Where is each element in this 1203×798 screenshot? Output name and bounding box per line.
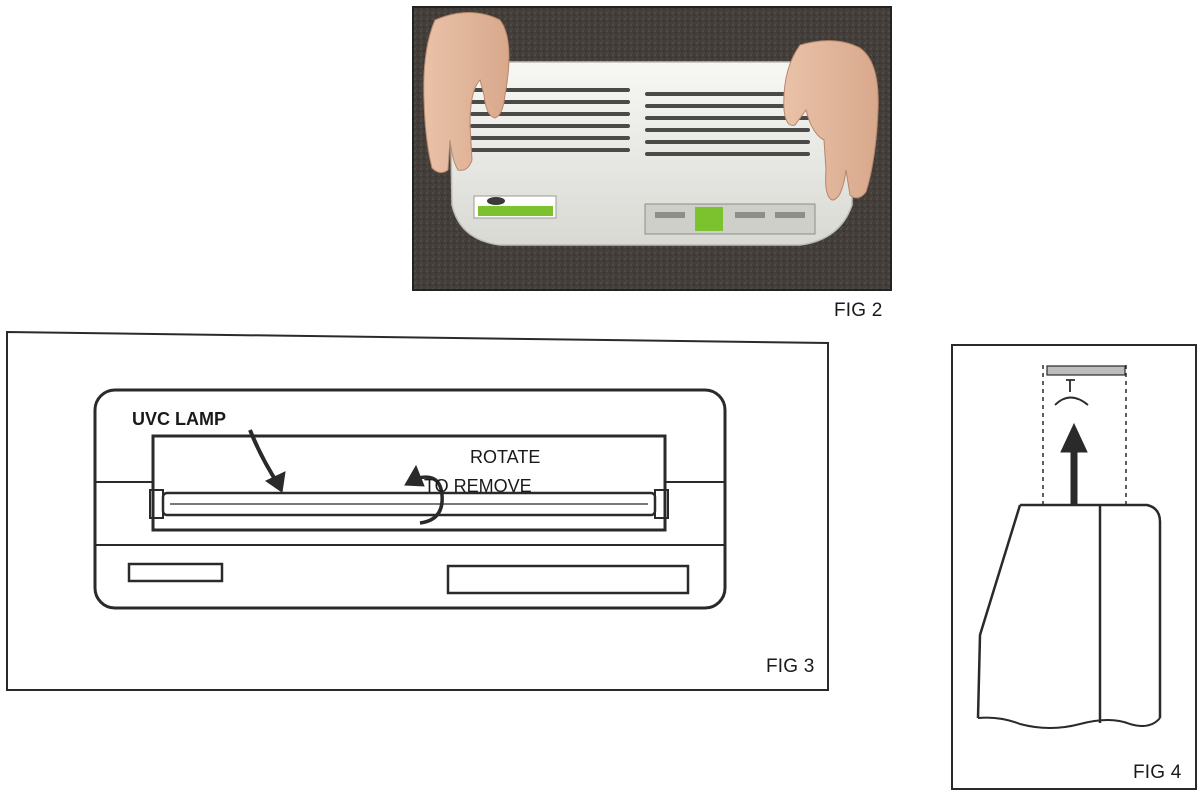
fig2-right-hand [783,40,879,201]
fig4-frame [951,344,1197,790]
fig3-uvc-lamp [149,489,669,519]
fig3-label: FIG 3 [766,656,815,677]
fig4-unit-body [976,503,1162,723]
fig3-right-slot [446,564,690,595]
fig3-rotate-arrow [404,464,444,525]
fig3-diagram [6,330,829,691]
fig3-rotate-label-line2: TO REMOVE [424,476,532,496]
fig2-left-hand [423,12,510,174]
fig4-lamp-cap [1046,365,1126,376]
fig4-diagram [951,344,1197,790]
fig4-lamp-dashed [1042,365,1127,505]
fig3-rotate-label-line1: ROTATE [470,447,540,467]
fig2-left-grille [470,88,630,152]
fig3-frame [6,330,829,691]
fig2-brand-badge [473,195,557,219]
fig4-label: FIG 4 [1133,762,1182,783]
fig3-uvc-lamp-label: UVC LAMP [132,409,226,429]
fig4-up-arrow [1060,422,1088,505]
fig2-photo [412,6,892,291]
fig3-left-slot [127,562,224,583]
fig2-right-grille [645,92,810,156]
fig2-control-panel [644,203,816,235]
fig3-unit-outline [93,388,727,610]
fig3-pointer-arrow [248,429,286,493]
fig3-lamp-compartment [151,434,667,532]
fig2-label: FIG 2 [834,300,883,321]
